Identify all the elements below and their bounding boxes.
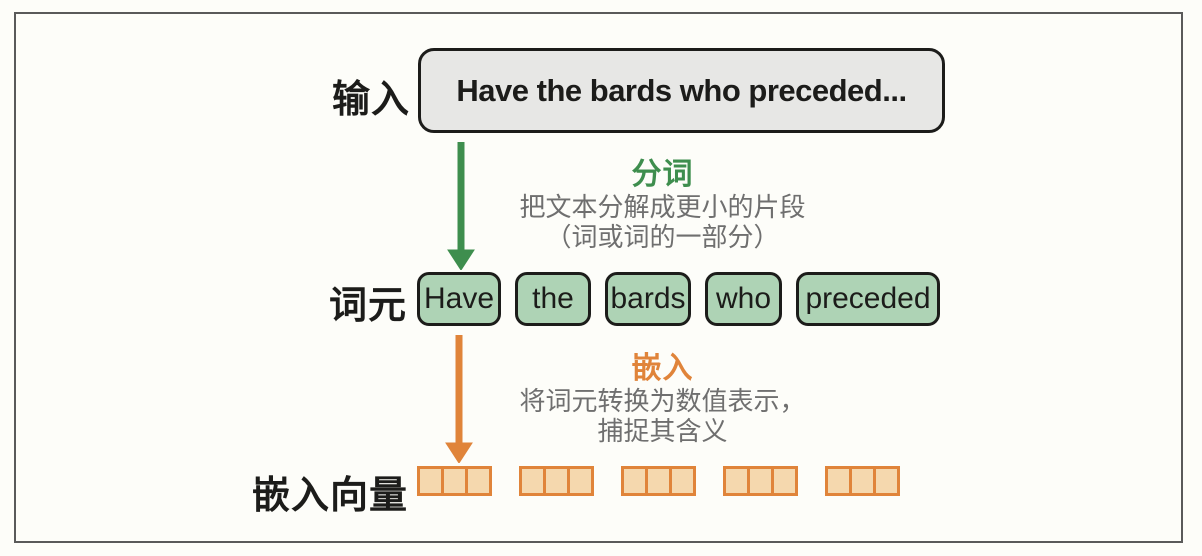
token-box: Have xyxy=(417,272,501,326)
token-box: preceded xyxy=(796,272,940,326)
input-text-box: Have the bards who preceded... xyxy=(418,48,945,133)
embedding-desc-line2: 捕捉其含义 xyxy=(597,416,728,446)
tokenization-annotation: 分词 把文本分解成更小的片段 （词或词的一部分） xyxy=(490,158,835,252)
vector-cell xyxy=(417,466,444,496)
tokens-label: 词元 xyxy=(328,285,407,327)
vector-cell xyxy=(747,466,774,496)
vector-cell xyxy=(825,466,852,496)
down-arrow-orange-icon xyxy=(445,335,473,463)
vector-cell xyxy=(849,466,876,496)
embedding-vectors-row xyxy=(417,466,900,496)
input-label: 输入 xyxy=(331,79,410,121)
tokenization-desc-line2: （词或词的一部分） xyxy=(545,222,780,252)
vector-group xyxy=(723,466,798,496)
tokens-row: Have the bards who preceded xyxy=(417,272,940,326)
input-text: Have the bards who preceded... xyxy=(456,72,907,108)
diagram-frame xyxy=(14,12,1183,543)
token-box: bards xyxy=(605,272,691,326)
vector-group xyxy=(621,466,696,496)
tokenization-title: 分词 xyxy=(631,158,694,191)
down-arrow-green-icon xyxy=(447,142,475,270)
embedding-title: 嵌入 xyxy=(631,352,694,385)
vector-cell xyxy=(621,466,648,496)
token-box: the xyxy=(515,272,591,326)
vector-cell xyxy=(771,466,798,496)
vector-cell xyxy=(645,466,672,496)
token-box: who xyxy=(705,272,782,326)
vector-cell xyxy=(519,466,546,496)
embedding-annotation: 嵌入 将词元转换为数值表示， 捕捉其含义 xyxy=(490,352,835,446)
vector-cell xyxy=(543,466,570,496)
embedding-desc-line1: 将词元转换为数值表示， xyxy=(519,386,806,416)
vector-cell xyxy=(567,466,594,496)
vector-cell xyxy=(465,466,492,496)
vector-cell xyxy=(723,466,750,496)
vector-cell xyxy=(669,466,696,496)
vector-group xyxy=(825,466,900,496)
vector-cell xyxy=(441,466,468,496)
tokenization-desc-line1: 把文本分解成更小的片段 xyxy=(519,192,806,222)
embedding-vectors-label: 嵌入向量 xyxy=(251,475,408,517)
vector-cell xyxy=(873,466,900,496)
vector-group xyxy=(519,466,594,496)
vector-group xyxy=(417,466,492,496)
